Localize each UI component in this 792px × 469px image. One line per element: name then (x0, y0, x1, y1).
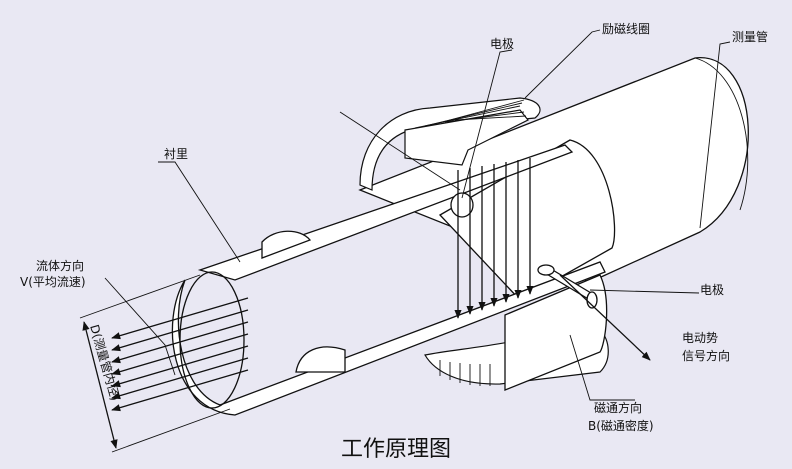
magnetic-flux-arrows (454, 158, 534, 319)
label-flow-direction: 流体方向 (36, 258, 84, 273)
cutaway-section (438, 139, 616, 391)
label-flux-density: B(磁通密度) (588, 418, 654, 433)
label-lining: 衬里 (164, 147, 188, 161)
label-electrode-right: 电极 (700, 283, 724, 297)
label-diameter: D(测量管内径) (87, 323, 123, 403)
diameter-dimension (79, 274, 231, 453)
label-electrode-top: 电极 (490, 37, 514, 51)
diagram-title: 工作原理图 (341, 437, 451, 462)
label-flow-velocity: V(平均流速) (20, 275, 86, 289)
excitation-coil-upper (359, 97, 541, 191)
leader-lines (104, 29, 731, 401)
label-measuring-tube: 测量管 (732, 29, 768, 44)
label-signal-direction: 信号方向 (682, 348, 730, 363)
emf-signal-arrow (559, 274, 651, 361)
label-flux-direction: 磁通方向 (594, 400, 642, 415)
label-excitation-coil: 励磁线圈 (602, 21, 650, 36)
flow-arrows (111, 297, 249, 412)
label-emf: 电动势 (682, 331, 718, 345)
